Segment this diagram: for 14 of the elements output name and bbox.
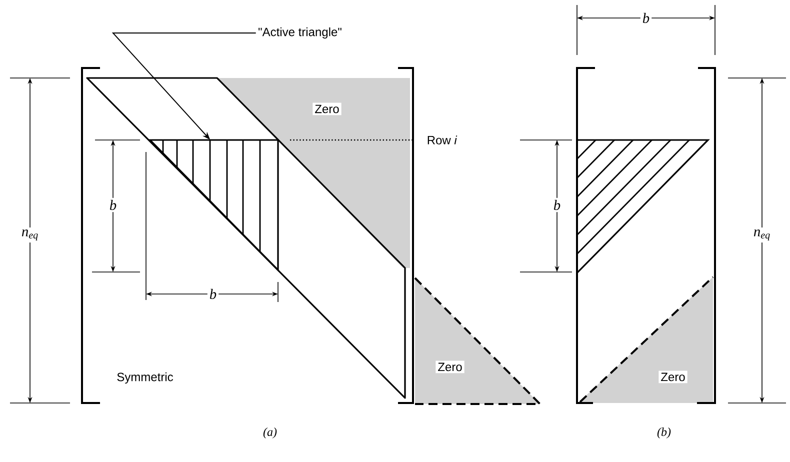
region-label: Symmetric <box>117 372 174 384</box>
dimension-label: b <box>207 286 219 302</box>
zero-label: Zero <box>658 370 688 384</box>
dimension-label: b <box>107 198 119 212</box>
row-label: Row i <box>428 136 458 144</box>
dimension-label: n$_{eq}$ <box>19 227 41 243</box>
callout-label: "Active triangle" <box>258 27 342 39</box>
panel-label: (b) <box>657 428 671 438</box>
dimension-label: n$_{eq}$ <box>751 227 773 243</box>
panel-label: (a) <box>263 428 277 438</box>
dimension-label: b <box>551 198 563 212</box>
zero-label: Zero <box>312 102 342 116</box>
dimension-label: b <box>640 10 652 26</box>
zero-label: Zero <box>436 360 464 374</box>
